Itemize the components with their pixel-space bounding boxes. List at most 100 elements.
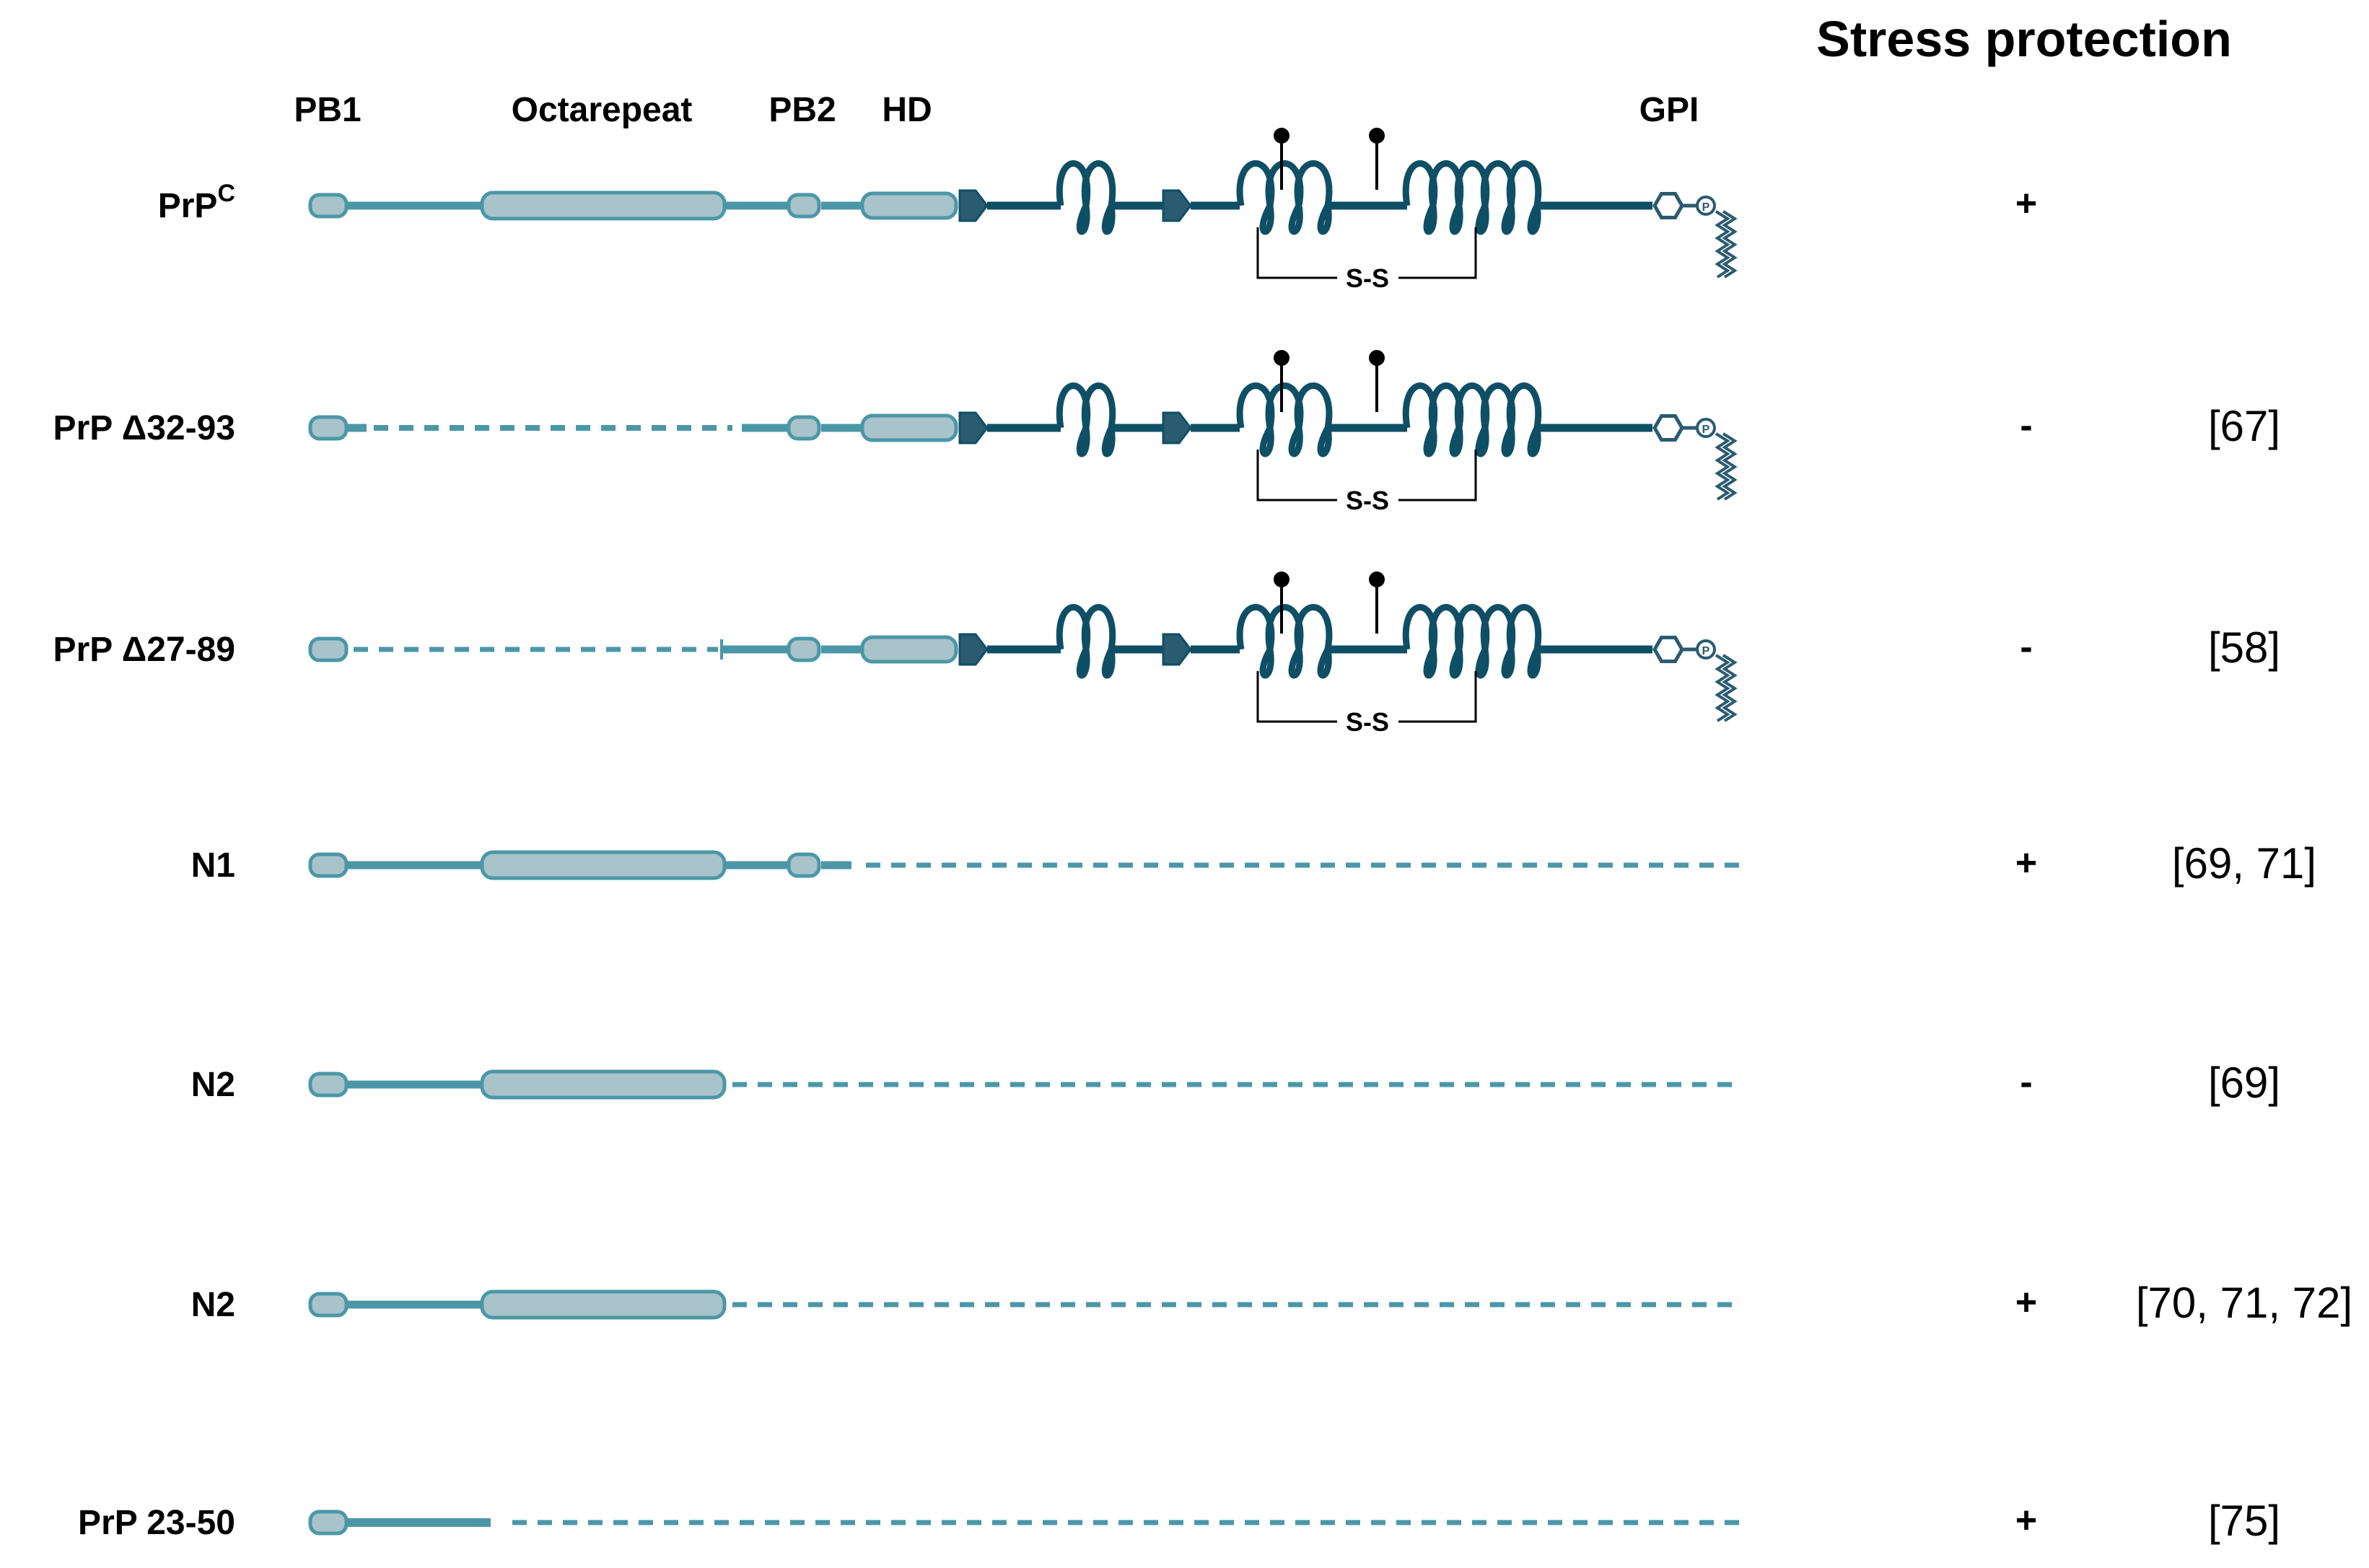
construct-row: N1 + [69, 71] bbox=[191, 839, 2316, 888]
construct-name: N2 bbox=[191, 1066, 235, 1104]
lipid-anchor-zigzag bbox=[1715, 654, 1730, 722]
gpi-hexagon-icon bbox=[1652, 414, 1684, 442]
construct-row: N2 + [70, 71, 72] bbox=[191, 1279, 2352, 1327]
construct-name: PrP Δ32-93 bbox=[53, 409, 235, 447]
octarepeat-domain bbox=[480, 190, 727, 221]
stress-protection-value: + bbox=[2015, 842, 2037, 884]
phosphate-label: P bbox=[1702, 424, 1710, 436]
pb1-domain bbox=[308, 1292, 349, 1318]
stress-protection-value: - bbox=[2020, 1061, 2032, 1103]
reference-citation: [67] bbox=[2208, 402, 2280, 450]
glycosylation-site-2 bbox=[1369, 128, 1385, 144]
helix-1 bbox=[1056, 604, 1116, 679]
octarepeat-domain bbox=[480, 850, 727, 880]
construct-name: PrP 23-50 bbox=[78, 1504, 235, 1542]
helix-1 bbox=[1056, 382, 1116, 457]
lipid-anchor-zigzag bbox=[1722, 432, 1738, 501]
phosphate-icon bbox=[1696, 639, 1716, 660]
gpi-label: GPI bbox=[1639, 91, 1699, 129]
phosphate-icon bbox=[1696, 418, 1716, 438]
hd-label: HD bbox=[882, 91, 932, 129]
beta-strand-1-arrow bbox=[958, 189, 989, 222]
beta-strand-2-arrow bbox=[1162, 189, 1192, 222]
helix-2 bbox=[1236, 382, 1333, 457]
beta-strand-2-arrow bbox=[1162, 411, 1192, 444]
pb2-domain bbox=[787, 415, 821, 441]
disulfide-bracket-right bbox=[1398, 671, 1477, 723]
pb1-domain bbox=[308, 415, 349, 441]
octarepeat-domain bbox=[480, 1069, 727, 1100]
lipid-anchor-zigzag bbox=[1722, 210, 1738, 279]
helix-2 bbox=[1236, 604, 1333, 679]
stress-protection-value: + bbox=[2015, 183, 2037, 224]
construct-name-superscript: C bbox=[217, 180, 235, 207]
glycosylation-site-1 bbox=[1274, 571, 1289, 587]
disulfide-bracket-left bbox=[1256, 671, 1337, 723]
helix-3 bbox=[1402, 160, 1542, 235]
lipid-anchor-zigzag bbox=[1715, 432, 1730, 501]
glycosylation-site-1 bbox=[1274, 128, 1289, 144]
beta-strand-1-arrow bbox=[958, 633, 989, 666]
construct-row: PrP Δ32-93S-S P - [67] bbox=[53, 350, 2280, 515]
disulfide-bracket-left bbox=[1256, 450, 1337, 502]
disulfide-label: S-S bbox=[1346, 486, 1389, 515]
glycosylation-site-2 bbox=[1369, 571, 1385, 587]
construct-row: PrP 23-50 + [75] bbox=[78, 1497, 2280, 1545]
gpi-hexagon-icon bbox=[1652, 192, 1684, 219]
phosphate-icon bbox=[1696, 196, 1716, 216]
gpi-hexagon-icon bbox=[1652, 636, 1684, 663]
disulfide-bracket-left bbox=[1256, 227, 1337, 279]
construct-name: PrP Δ27-89 bbox=[53, 631, 235, 669]
hydrophobic-domain bbox=[860, 413, 958, 442]
glycosylation-site-2 bbox=[1369, 350, 1385, 366]
reference-citation: [58] bbox=[2208, 623, 2280, 672]
reference-citation: [70, 71, 72] bbox=[2136, 1279, 2352, 1327]
construct-name: N2 bbox=[191, 1286, 235, 1324]
domain-labels: PB1 Octarepeat PB2 HD GPI bbox=[294, 91, 1699, 129]
stress-protection-value: + bbox=[2015, 1282, 2037, 1323]
pb2-label: PB2 bbox=[768, 91, 836, 129]
phosphate-label: P bbox=[1702, 645, 1710, 657]
beta-strand-1-arrow bbox=[958, 411, 989, 444]
stress-protection-value: - bbox=[2020, 626, 2032, 668]
helix-2 bbox=[1236, 160, 1333, 235]
beta-strand-2-arrow bbox=[1162, 633, 1192, 666]
construct-row: PrP Δ27-89S-S P - [58] bbox=[53, 571, 2280, 737]
phosphate-label: P bbox=[1702, 201, 1710, 214]
disulfide-bracket-right bbox=[1398, 450, 1477, 502]
pb2-domain bbox=[787, 193, 821, 219]
construct-row: PrPC S-S P + bbox=[158, 128, 2037, 293]
pb1-label: PB1 bbox=[294, 91, 361, 129]
construct-name: PrPC bbox=[158, 180, 235, 225]
pb1-domain bbox=[308, 636, 349, 662]
disulfide-label: S-S bbox=[1346, 263, 1389, 293]
lipid-anchor-zigzag bbox=[1722, 654, 1738, 722]
pb2-domain bbox=[787, 852, 821, 878]
reference-citation: [69, 71] bbox=[2172, 839, 2316, 888]
stress-protection-heading: Stress protection bbox=[1816, 11, 2232, 67]
hydrophobic-domain bbox=[860, 191, 958, 220]
reference-citation: [69] bbox=[2208, 1059, 2280, 1107]
stress-protection-value: + bbox=[2015, 1499, 2037, 1541]
hydrophobic-domain bbox=[860, 635, 958, 664]
pb1-domain bbox=[308, 193, 349, 219]
helix-3 bbox=[1402, 382, 1542, 457]
glycosylation-site-1 bbox=[1274, 350, 1289, 366]
pb1-domain bbox=[308, 1072, 349, 1098]
octarepeat-label: Octarepeat bbox=[512, 91, 693, 129]
disulfide-label: S-S bbox=[1346, 707, 1389, 737]
reference-citation: [75] bbox=[2208, 1497, 2280, 1545]
pb1-domain bbox=[308, 1510, 349, 1536]
lipid-anchor-zigzag bbox=[1715, 210, 1730, 279]
disulfide-bracket-right bbox=[1398, 227, 1477, 279]
construct-name: N1 bbox=[191, 846, 235, 885]
helix-1 bbox=[1056, 160, 1116, 235]
pb1-domain bbox=[308, 852, 349, 878]
construct-row: N2 - [69] bbox=[191, 1059, 2280, 1107]
pb2-domain bbox=[787, 636, 821, 662]
helix-3 bbox=[1402, 604, 1542, 679]
stress-protection-value: - bbox=[2020, 405, 2032, 447]
octarepeat-domain bbox=[480, 1289, 727, 1320]
